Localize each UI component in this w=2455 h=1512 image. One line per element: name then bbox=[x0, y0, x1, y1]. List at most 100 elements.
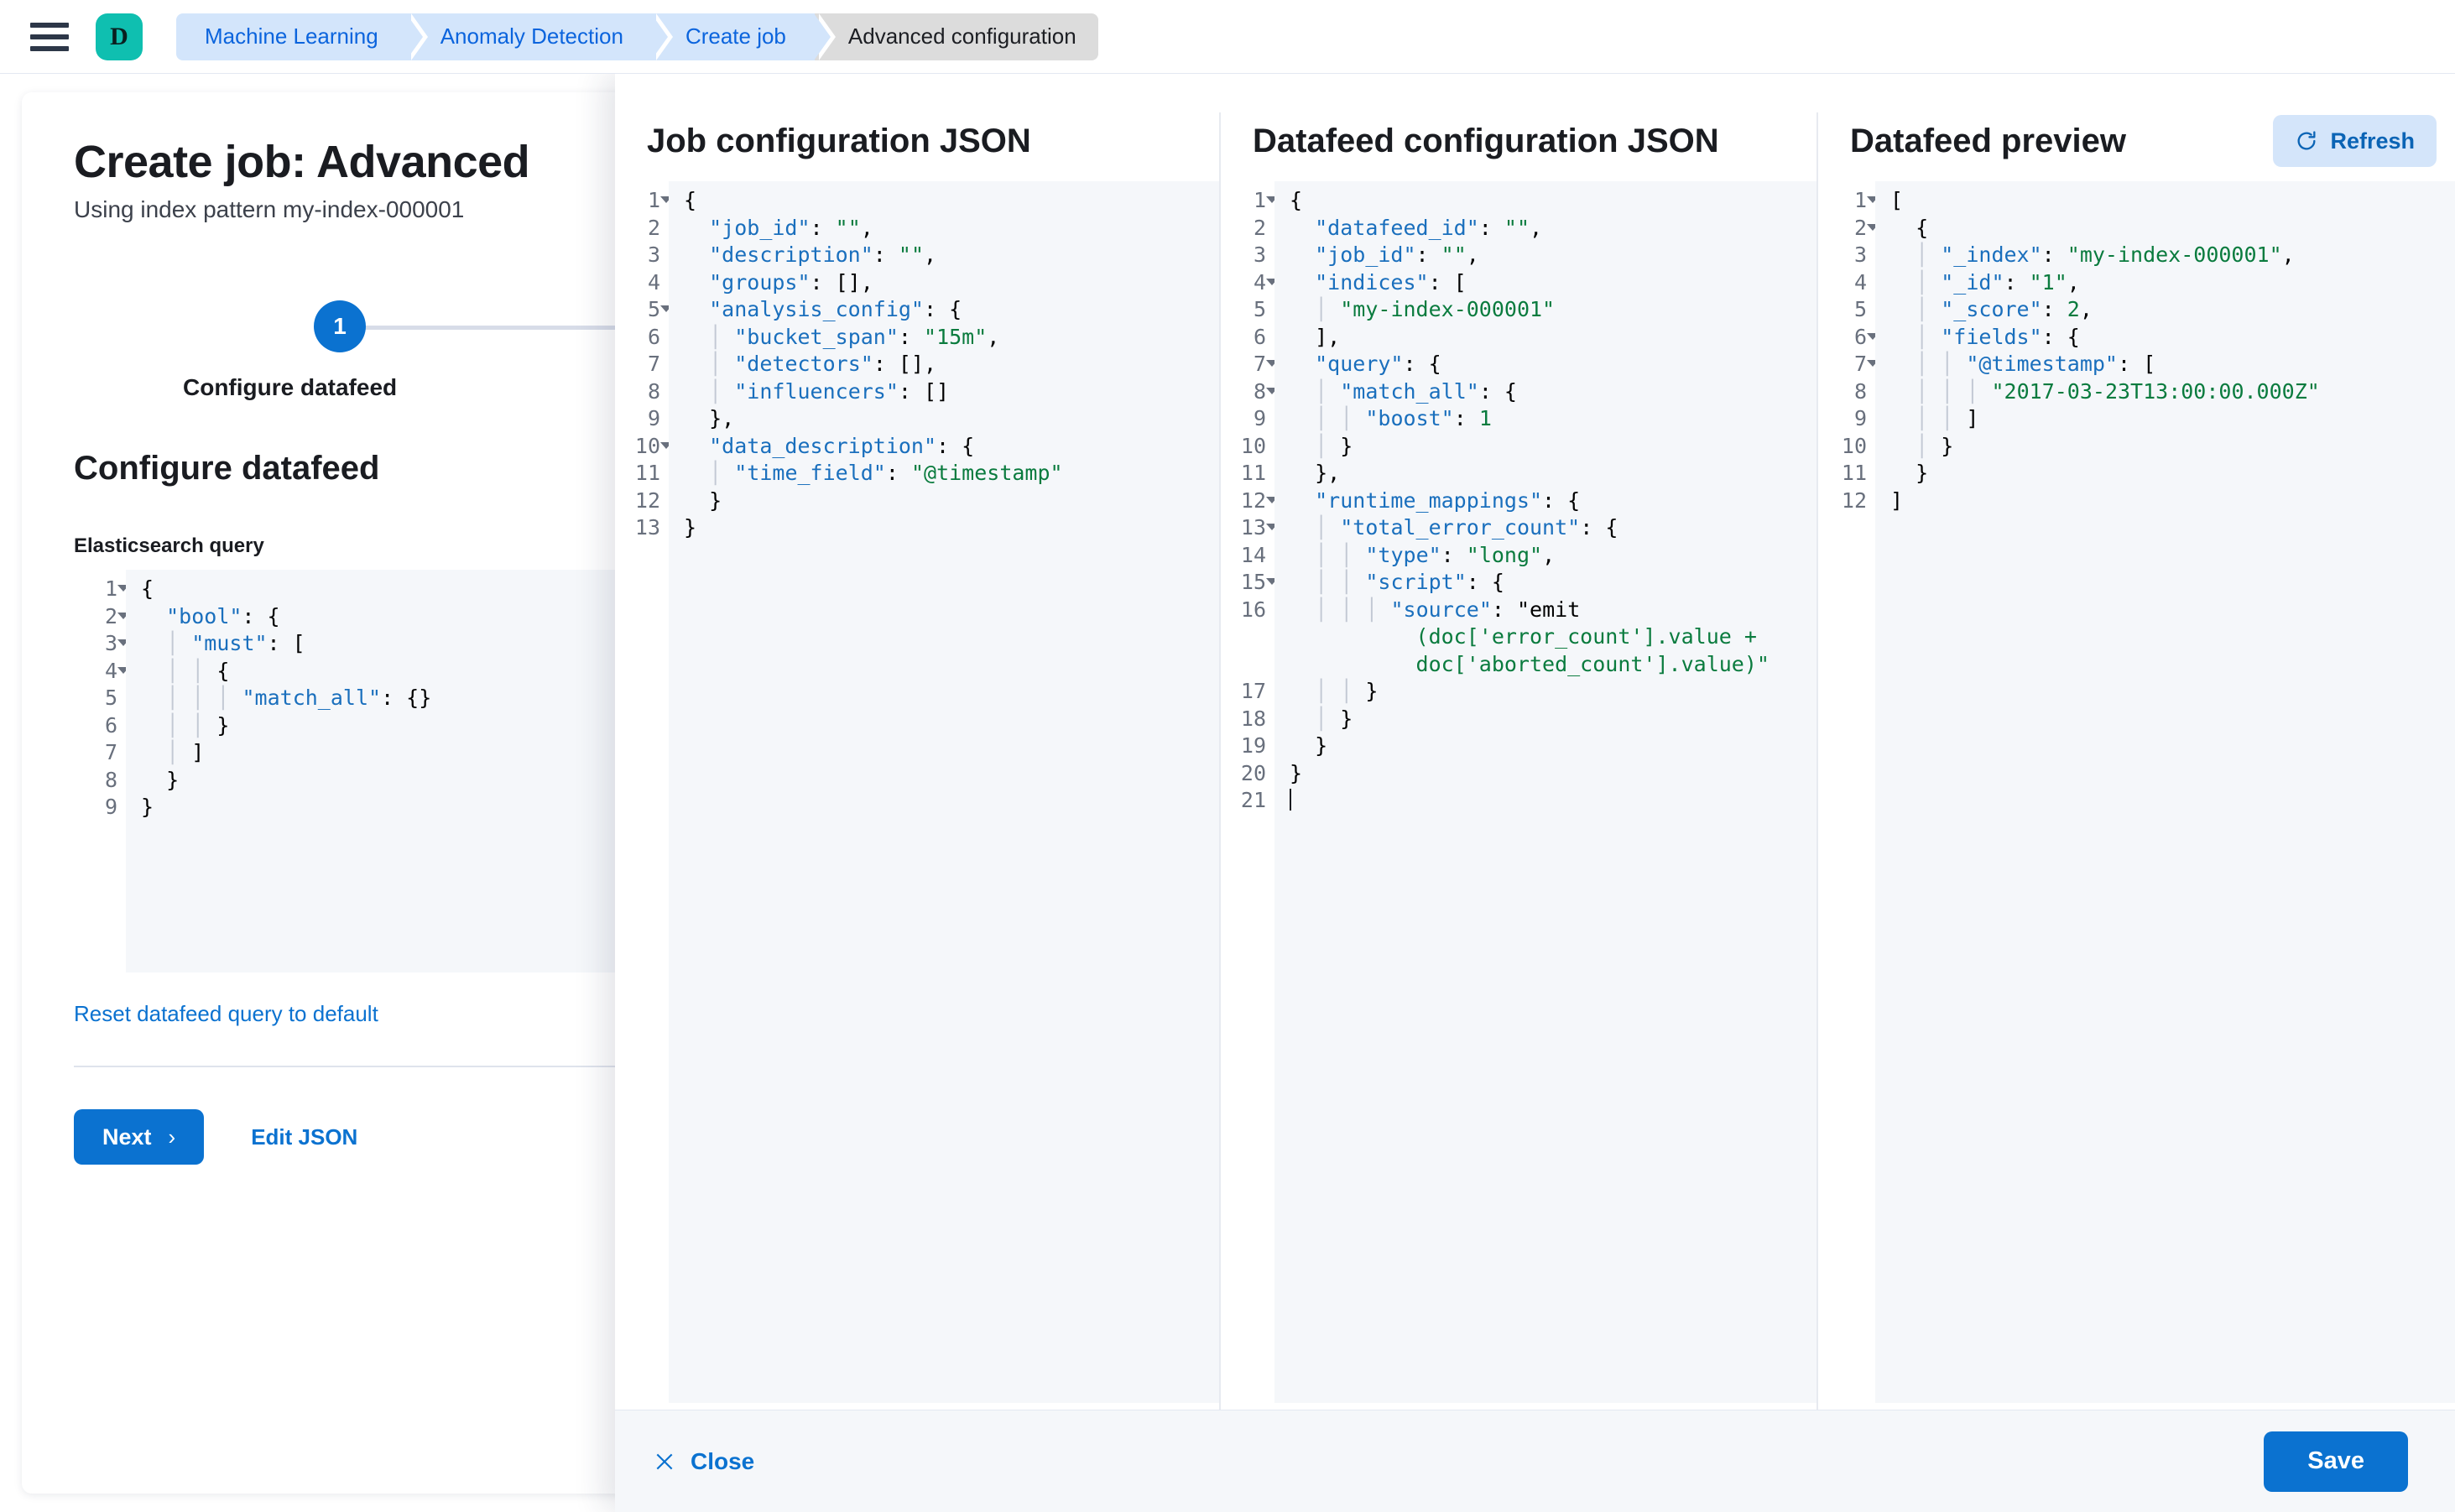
line-number: 6 bbox=[647, 324, 660, 349]
code-line: } bbox=[141, 767, 180, 792]
line-number: 7 bbox=[1221, 351, 1278, 378]
line-number: 12 bbox=[1221, 487, 1278, 515]
fold-toggle-icon[interactable] bbox=[1266, 196, 1278, 203]
code-line: } bbox=[684, 515, 697, 540]
editor-code-area[interactable]: { "datafeed_id": "", "job_id": "", "indi… bbox=[1274, 181, 1816, 1403]
line-number: 10 bbox=[615, 433, 672, 461]
code-line: [ bbox=[1890, 188, 1904, 212]
section-divider bbox=[74, 1066, 1061, 1067]
column-title: Datafeed preview bbox=[1850, 122, 2127, 159]
code-line: │ │ ] bbox=[1916, 406, 1979, 430]
code-line: │ } bbox=[1315, 433, 1353, 458]
line-number: 5 bbox=[1853, 297, 1867, 321]
fold-toggle-icon[interactable] bbox=[1867, 196, 1879, 203]
query-field-label: Elasticsearch query bbox=[74, 534, 264, 557]
code-line bbox=[1274, 787, 1816, 815]
column-title: Job configuration JSON bbox=[647, 122, 1031, 159]
line-number: 9 bbox=[1853, 406, 1867, 430]
line-number: 8 bbox=[1221, 378, 1278, 406]
step-1-circle[interactable]: 1 bbox=[314, 300, 366, 352]
refresh-button-label: Refresh bbox=[2330, 128, 2415, 154]
code-line: "indices": [ bbox=[1315, 269, 1467, 295]
refresh-icon bbox=[2297, 131, 2316, 150]
line-number: 8 bbox=[647, 378, 660, 404]
fold-toggle-icon[interactable] bbox=[117, 639, 129, 646]
code-line: "datafeed_id": "", bbox=[1315, 215, 1543, 240]
column-header: Datafeed preview Refresh bbox=[1818, 112, 2455, 169]
line-number: 6 bbox=[1253, 324, 1266, 349]
code-line: "job_id": "", bbox=[1315, 242, 1479, 267]
code-line: │ "my-index-000001" bbox=[1315, 297, 1556, 321]
code-line: }, bbox=[684, 406, 735, 430]
code-line: │ │ } bbox=[1315, 679, 1379, 703]
line-number: 8 bbox=[104, 767, 117, 792]
code-line: │ "time_field": "@timestamp" bbox=[709, 461, 1063, 485]
line-number: 15 bbox=[1221, 569, 1278, 597]
code-line: ] bbox=[1890, 487, 1904, 513]
fold-toggle-icon[interactable] bbox=[660, 196, 672, 203]
fold-toggle-icon[interactable] bbox=[660, 441, 672, 449]
fold-toggle-icon[interactable] bbox=[1867, 223, 1879, 231]
code-line: │ │ "type": "long", bbox=[1315, 542, 1556, 567]
step-1-label: Configure datafeed bbox=[183, 374, 398, 400]
fold-toggle-icon[interactable] bbox=[117, 666, 129, 674]
code-line: │ │ │ "2017-03-23T13:00:00.000Z" bbox=[1916, 378, 2320, 404]
fold-toggle-icon[interactable] bbox=[117, 612, 129, 619]
breadcrumb-item-3[interactable]: Advanced configuration bbox=[814, 13, 1098, 60]
fold-toggle-icon[interactable] bbox=[1266, 578, 1278, 585]
breadcrumb-item-1[interactable]: Anomaly Detection bbox=[406, 13, 674, 60]
code-line: │ "influencers": [] bbox=[709, 378, 950, 404]
line-number: 11 bbox=[1240, 461, 1266, 485]
code-line: │ "_id": "1", bbox=[1916, 269, 2080, 295]
fold-toggle-icon[interactable] bbox=[1867, 332, 1879, 340]
line-number: 4 bbox=[1221, 269, 1278, 297]
editor-code-area[interactable]: { "job_id": "", "description": "", "grou… bbox=[669, 181, 1219, 1403]
line-number: 7 bbox=[647, 352, 660, 376]
close-button[interactable]: Close bbox=[654, 1448, 754, 1475]
fold-toggle-icon[interactable] bbox=[1266, 278, 1278, 285]
save-button[interactable]: Save bbox=[2264, 1431, 2408, 1492]
section-title: Configure datafeed bbox=[74, 450, 380, 487]
refresh-button[interactable]: Refresh bbox=[2273, 115, 2437, 167]
line-number: 20 bbox=[1240, 760, 1266, 785]
fold-toggle-icon[interactable] bbox=[1867, 360, 1879, 367]
reset-datafeed-query-link[interactable]: Reset datafeed query to default bbox=[74, 1001, 378, 1026]
fold-toggle-icon[interactable] bbox=[1266, 496, 1278, 503]
fold-toggle-icon[interactable] bbox=[1266, 524, 1278, 530]
breadcrumb-item-2[interactable]: Create job bbox=[651, 13, 836, 60]
page-subtitle: Using index pattern my-index-000001 bbox=[74, 196, 465, 222]
line-number: 17 bbox=[1240, 679, 1266, 703]
line-number: 6 bbox=[104, 712, 117, 738]
line-number: 4 bbox=[647, 269, 660, 295]
code-line: { bbox=[1890, 215, 1929, 240]
code-line: "groups": [], bbox=[709, 269, 873, 295]
code-line: │ "fields": { bbox=[1916, 324, 2080, 349]
hamburger-icon[interactable] bbox=[30, 20, 69, 54]
code-line: │ "_score": 2, bbox=[1916, 297, 2093, 321]
code-line: │ │ "script": { bbox=[1315, 570, 1504, 594]
line-number: 21 bbox=[1240, 788, 1266, 812]
next-button[interactable]: Next › bbox=[74, 1109, 205, 1165]
hamburger-line bbox=[30, 45, 69, 51]
fold-toggle-icon[interactable] bbox=[660, 305, 672, 312]
line-number: 16 bbox=[1240, 597, 1266, 622]
editor-code-area[interactable]: [ { │ "_index": "my-index-000001", │ "_i… bbox=[1875, 181, 2455, 1403]
chevron-right-icon: › bbox=[168, 1124, 176, 1150]
line-number: 9 bbox=[647, 406, 660, 430]
breadcrumb-item-0[interactable]: Machine Learning bbox=[176, 13, 428, 60]
fold-toggle-icon[interactable] bbox=[1266, 360, 1278, 367]
line-number: 6 bbox=[1818, 324, 1879, 352]
fold-toggle-icon[interactable] bbox=[117, 585, 129, 592]
fold-toggle-icon[interactable] bbox=[1266, 387, 1278, 394]
code-line: } bbox=[141, 795, 154, 819]
app-logo[interactable]: D bbox=[96, 13, 143, 60]
code-line: │ │ { bbox=[166, 658, 230, 683]
edit-json-button[interactable]: Edit JSON bbox=[251, 1124, 358, 1150]
